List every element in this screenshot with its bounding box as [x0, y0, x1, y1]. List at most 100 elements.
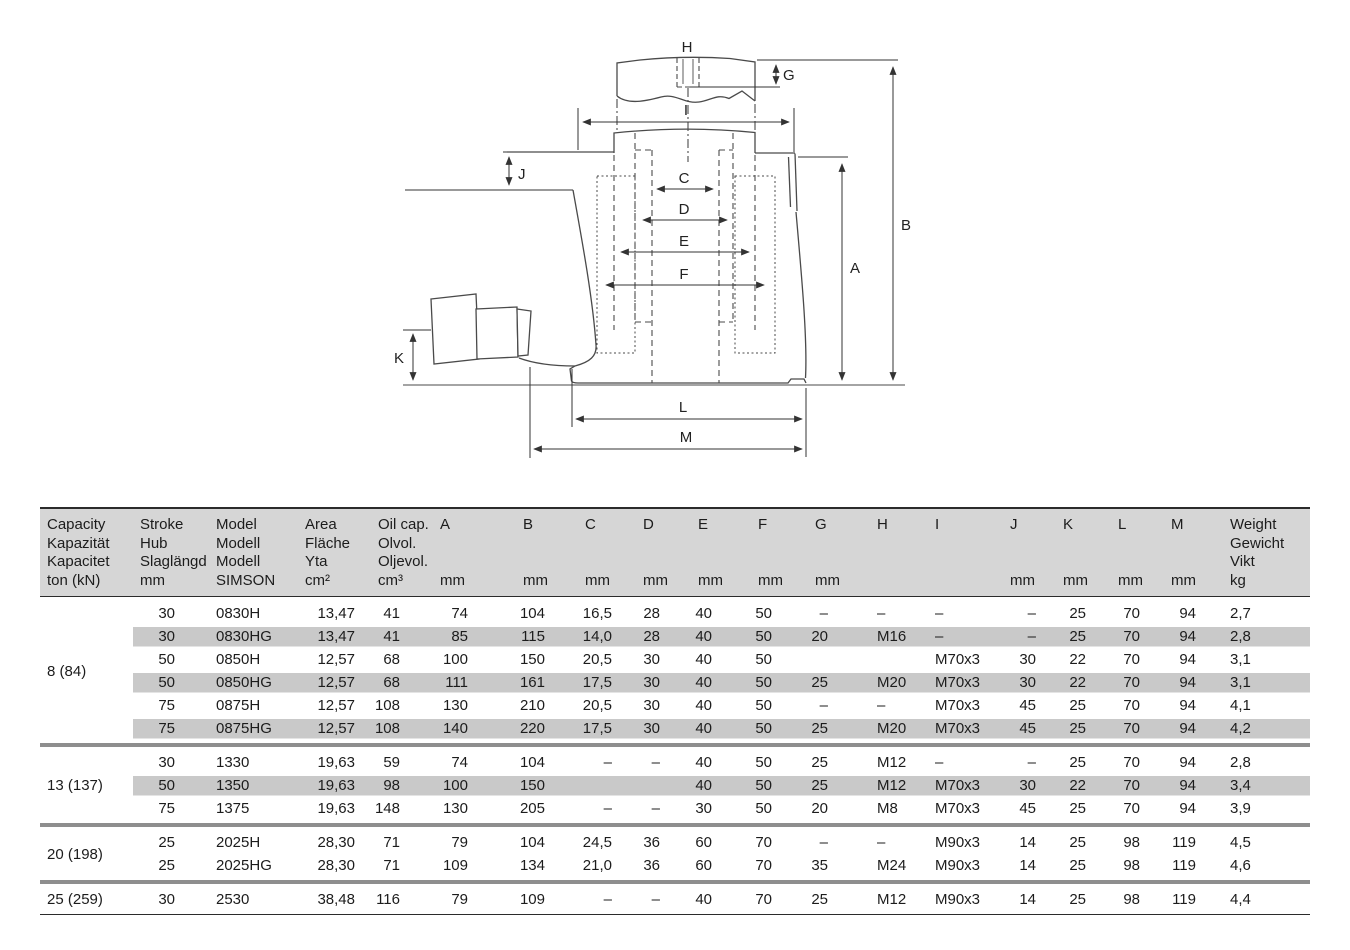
table-cell: 150 — [519, 651, 545, 668]
table-cell: 25 — [1069, 697, 1086, 714]
column-header-line: Oljevol. — [378, 553, 429, 570]
table-cell: 1375 — [216, 800, 250, 817]
table-bottom-border — [40, 914, 1310, 915]
table-cell: M70x3 — [935, 651, 981, 668]
table-cell: 75 — [158, 800, 175, 817]
table-cell: 25 — [811, 777, 828, 794]
table-cell: 4,5 — [1230, 834, 1251, 851]
table-cell: M20 — [877, 720, 907, 737]
column-header-line — [1003, 535, 1056, 554]
table-cell: 30 — [695, 800, 712, 817]
table-cell: 0850HG — [216, 674, 272, 691]
capacity-cell: 20 (198) — [47, 845, 103, 863]
group-separator — [40, 743, 1310, 747]
table-cell: 70 — [1123, 697, 1140, 714]
table-cell: 20 — [811, 800, 828, 817]
table-cell: 12,57 — [317, 651, 355, 668]
table-cell: 119 — [1172, 857, 1196, 874]
table-cell: 2530 — [216, 891, 250, 908]
column-header-line: Kapazität — [47, 534, 110, 552]
table-cell: 1330 — [216, 754, 250, 771]
table-cell: – — [819, 697, 828, 714]
table-cell: – — [935, 605, 944, 622]
dim-label-f: F — [679, 266, 688, 283]
table-cell: M12 — [877, 777, 907, 794]
table-cell: 100 — [442, 777, 468, 794]
column-header-line: mm — [698, 571, 723, 589]
column-header-line: Stroke — [140, 516, 184, 533]
column-header-line: SIMSON — [216, 571, 276, 589]
table-cell: 25 — [1069, 857, 1086, 874]
column-header-line: Gewicht — [1230, 534, 1285, 552]
table-cell: 98 — [383, 777, 400, 794]
table-cell: M12 — [877, 754, 907, 771]
column-header-line: mm — [140, 571, 165, 589]
column-header-line — [928, 553, 1003, 572]
table-cell: 19,63 — [317, 754, 355, 771]
table-cell: 0830HG — [216, 628, 272, 645]
table-cell: 13,47 — [317, 605, 355, 622]
table-cell: 60 — [695, 857, 712, 874]
column-header-line: mm — [1010, 571, 1035, 589]
table-cell: 70 — [1123, 605, 1140, 622]
table-cell: M16 — [877, 628, 907, 645]
table-cell: 109 — [442, 857, 468, 874]
table-cell: 104 — [519, 754, 545, 771]
column-header-line: F — [758, 516, 768, 533]
table-cell: 70 — [1123, 628, 1140, 645]
column-header-line: Oil cap. — [378, 516, 429, 533]
table-cell: 28,30 — [317, 857, 355, 874]
table-cell: 108 — [374, 720, 400, 737]
column-header-line — [870, 572, 928, 591]
table-cell: 70 — [755, 857, 772, 874]
table-cell: 4,6 — [1230, 857, 1251, 874]
table-cell: 28,30 — [317, 834, 355, 851]
table-cell: 68 — [383, 674, 400, 691]
column-header-line: mm — [523, 571, 548, 589]
table-cell: 40 — [695, 651, 712, 668]
column-header-line: Hub — [140, 534, 168, 552]
column-header-line: kg — [1230, 571, 1246, 589]
table-cell: 205 — [519, 800, 545, 817]
table-cell: M24 — [877, 857, 907, 874]
table-cell: 40 — [695, 628, 712, 645]
table-cell: 134 — [519, 857, 545, 874]
group-separator — [40, 823, 1310, 827]
column-header-line — [636, 553, 691, 572]
table-cell: 0875HG — [216, 720, 272, 737]
column-header-line: mm — [1063, 571, 1088, 589]
table-cell: 130 — [442, 800, 468, 817]
table-cell: 3,4 — [1230, 777, 1251, 794]
table-cell: 70 — [1123, 754, 1140, 771]
column-header-line — [516, 535, 578, 554]
table-cell: 3,1 — [1230, 674, 1251, 691]
table-cell: 14 — [1019, 891, 1036, 908]
table-cell: 111 — [445, 674, 468, 691]
table-cell: 70 — [1123, 720, 1140, 737]
table-cell: 17,5 — [582, 674, 612, 691]
table-cell: 140 — [442, 720, 468, 737]
table-cell: 28 — [643, 605, 660, 622]
table-cell: 30 — [158, 754, 175, 771]
table-cell: M70x3 — [935, 697, 981, 714]
table-cell: 94 — [1179, 720, 1196, 737]
table-cell: 41 — [383, 605, 400, 622]
table-cell: 70 — [1123, 674, 1140, 691]
column-header-line: H — [877, 516, 888, 533]
table-cell: 2025H — [216, 834, 261, 851]
table-cell: M70x3 — [935, 800, 981, 817]
table-cell: 20,5 — [582, 697, 612, 714]
table-cell: – — [1027, 605, 1036, 622]
column-header-line — [1164, 553, 1223, 572]
table-cell: 22 — [1069, 777, 1086, 794]
